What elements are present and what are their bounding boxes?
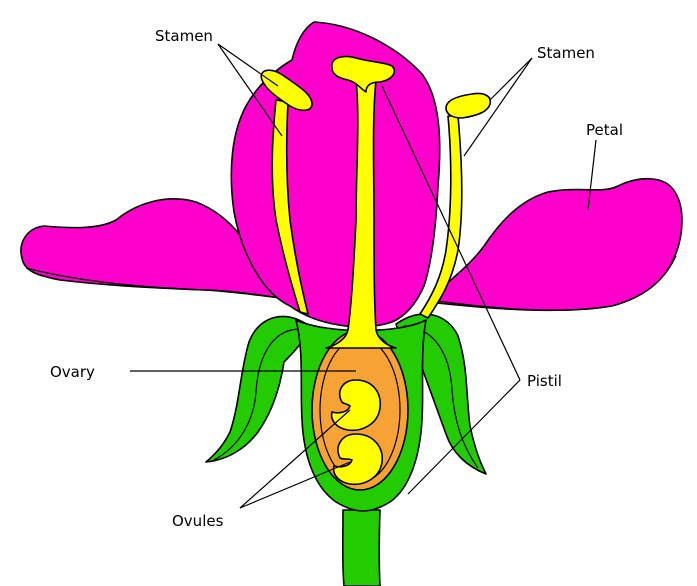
leader-stamen-left-a [217,43,279,87]
ovule-lower [332,433,383,486]
leader-ovules-a [239,409,351,509]
petal-right [427,177,683,312]
leader-petal [587,139,597,211]
leader-stamen-right-a [489,57,533,101]
stamen-right-anther [445,92,492,119]
label-ovules: Ovules [172,512,224,530]
sepal-left-vein [213,328,300,461]
leader-stamen-right-b [463,57,533,157]
pistil-stigma [331,55,396,93]
label-stamen-right: Stamen [537,44,595,62]
leader-pistil-b [407,379,521,495]
sepal-right-vein [403,325,479,469]
label-petal: Petal [586,121,623,139]
label-pistil: Pistil [527,372,562,390]
stamen-right-filament [419,115,463,319]
leader-ovules-b [239,461,351,509]
label-stamen-left: Stamen [155,27,213,45]
leader-lines [130,43,597,509]
leader-pistil-a [381,85,521,381]
ovule-upper [330,379,381,432]
leader-stamen-left-b [217,43,283,137]
stamen-left-anther [260,69,313,112]
stamen-left-filament [271,99,309,315]
sepal-left [205,315,309,463]
stem [341,509,381,586]
petal-right-edge [429,255,677,311]
petal-left-edge [25,267,301,303]
label-ovary: Ovary [50,363,95,381]
pistil-style [325,79,397,349]
